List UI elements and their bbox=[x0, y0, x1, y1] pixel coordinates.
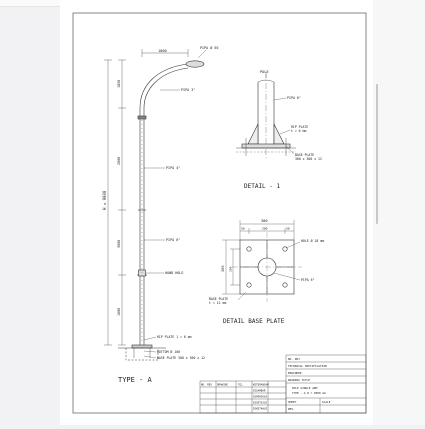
tb-sheet: SHEET bbox=[288, 400, 297, 404]
bp-base-plate-label: BASE PLATE bbox=[209, 297, 228, 301]
dim-top-len: 1850 bbox=[117, 80, 121, 88]
paper bbox=[60, 0, 375, 425]
bp-dim-sub-3: 50 bbox=[286, 227, 290, 231]
pipe-low-label: PIPA 6" bbox=[166, 238, 180, 242]
scrollbar-track[interactable] bbox=[373, 0, 425, 425]
detail-1 bbox=[236, 72, 296, 158]
bolt-hole bbox=[246, 246, 252, 252]
bp-dim-side: 300 bbox=[221, 266, 225, 273]
tb-pole-type: TYPE - A H = 9000 mm bbox=[292, 391, 326, 395]
drawing-sheet: 1000 PIPA Ø 50 PIPA 3" PIPA 4" PIPA 6" H… bbox=[60, 0, 375, 425]
bolt-hole bbox=[282, 282, 288, 288]
lamp-label: PIPA Ø 50 bbox=[200, 45, 218, 50]
dim-lower: 3000 bbox=[117, 240, 121, 248]
tb-signoff-3: DISETUJUI bbox=[253, 401, 267, 405]
hand-hole-label: HAND HOLE bbox=[165, 271, 183, 275]
total-height: H = 9000 bbox=[102, 190, 107, 210]
detail-base-plate bbox=[232, 232, 302, 302]
pole-dimensions bbox=[104, 49, 189, 346]
type-label: TYPE - A bbox=[118, 376, 153, 384]
detail1-pipa-label: PIPA 6" bbox=[287, 96, 301, 100]
detail1-pole-label: POLE bbox=[260, 70, 269, 74]
dim-mid: 2000 bbox=[117, 157, 121, 165]
pole-elevation bbox=[118, 60, 205, 361]
detail1-rip-plate-label: RIP PLATE bbox=[291, 125, 308, 129]
bp-dim-sub-1: 50 bbox=[241, 227, 245, 231]
base-plate-label: BASE PLATE 300 x 300 x 12 bbox=[157, 356, 205, 360]
pipe-upper-label: PIPA 3" bbox=[181, 88, 195, 92]
bp-dim-sub-2: 200 bbox=[262, 227, 268, 231]
base-plate-dimensions bbox=[222, 220, 301, 301]
dim-base: 1000 bbox=[117, 308, 121, 316]
detail1-title: DETAIL - 1 bbox=[244, 183, 281, 190]
lamp-head bbox=[185, 60, 205, 68]
detail1-base-plate-dim: 300 x 300 x 12 bbox=[295, 157, 322, 161]
bp-base-thk: t = 12 mm bbox=[209, 301, 226, 305]
dim-top-width: 1000 bbox=[158, 49, 167, 53]
bp-title: DETAIL BASE PLATE bbox=[223, 318, 285, 325]
pole-leaders bbox=[143, 49, 207, 359]
tb-rev: REV. bbox=[288, 407, 295, 411]
tb-h-drawing: DRAWING bbox=[217, 383, 228, 387]
tb-signoff-2: DIPERIKSA bbox=[253, 395, 267, 399]
tb-h-no-rev: NO. REV bbox=[201, 383, 212, 387]
bolt-hole bbox=[282, 246, 288, 252]
rip-plate-label: RIP PLATE 1 = 6 mm bbox=[157, 335, 192, 339]
bottom-label: BOTTOM Ø 100 bbox=[157, 349, 180, 354]
tb-drawing-title: DRAWING TITLE bbox=[288, 378, 310, 382]
bp-dim-side-inner: 200 bbox=[229, 266, 233, 272]
bp-hole-label: HOLE Ø 18 mm bbox=[301, 238, 324, 243]
tb-pole-name: POLE SINGLE ARM bbox=[292, 386, 318, 390]
pipe-mid-label: PIPA 4" bbox=[166, 166, 180, 170]
tb-signoff-4: DIKETAHUI bbox=[253, 407, 267, 411]
technical-drawing: 1000 PIPA Ø 50 PIPA 3" PIPA 4" PIPA 6" H… bbox=[60, 0, 375, 425]
bolt-hole bbox=[246, 282, 252, 288]
bp-dim-top: 300 bbox=[261, 219, 268, 223]
tb-h-tgl: TGL bbox=[238, 383, 243, 387]
pole-arm bbox=[139, 63, 189, 109]
detail1-base-plate-label: BASE PLATE bbox=[295, 153, 314, 157]
detail-1-leaders bbox=[265, 74, 295, 155]
detail1-rip-thk: t = 6 mm bbox=[291, 129, 306, 133]
tb-tech-spec: TECHNICAL SPECIFICATION bbox=[288, 364, 327, 368]
tb-engineer: ENGINEER bbox=[288, 371, 302, 375]
pole-base-plate bbox=[131, 344, 153, 349]
tb-no-prj: NO. PRJ bbox=[288, 357, 300, 361]
tb-scale: SCALE bbox=[322, 400, 331, 404]
title-block bbox=[199, 354, 367, 414]
tb-h-keterangan: KETERANGAN bbox=[253, 383, 269, 387]
bp-pipa-label: PIPA 6" bbox=[301, 278, 315, 282]
tb-signoff-1: DIGAMBAR bbox=[253, 389, 266, 393]
scrollbar-thumb[interactable] bbox=[376, 84, 378, 224]
